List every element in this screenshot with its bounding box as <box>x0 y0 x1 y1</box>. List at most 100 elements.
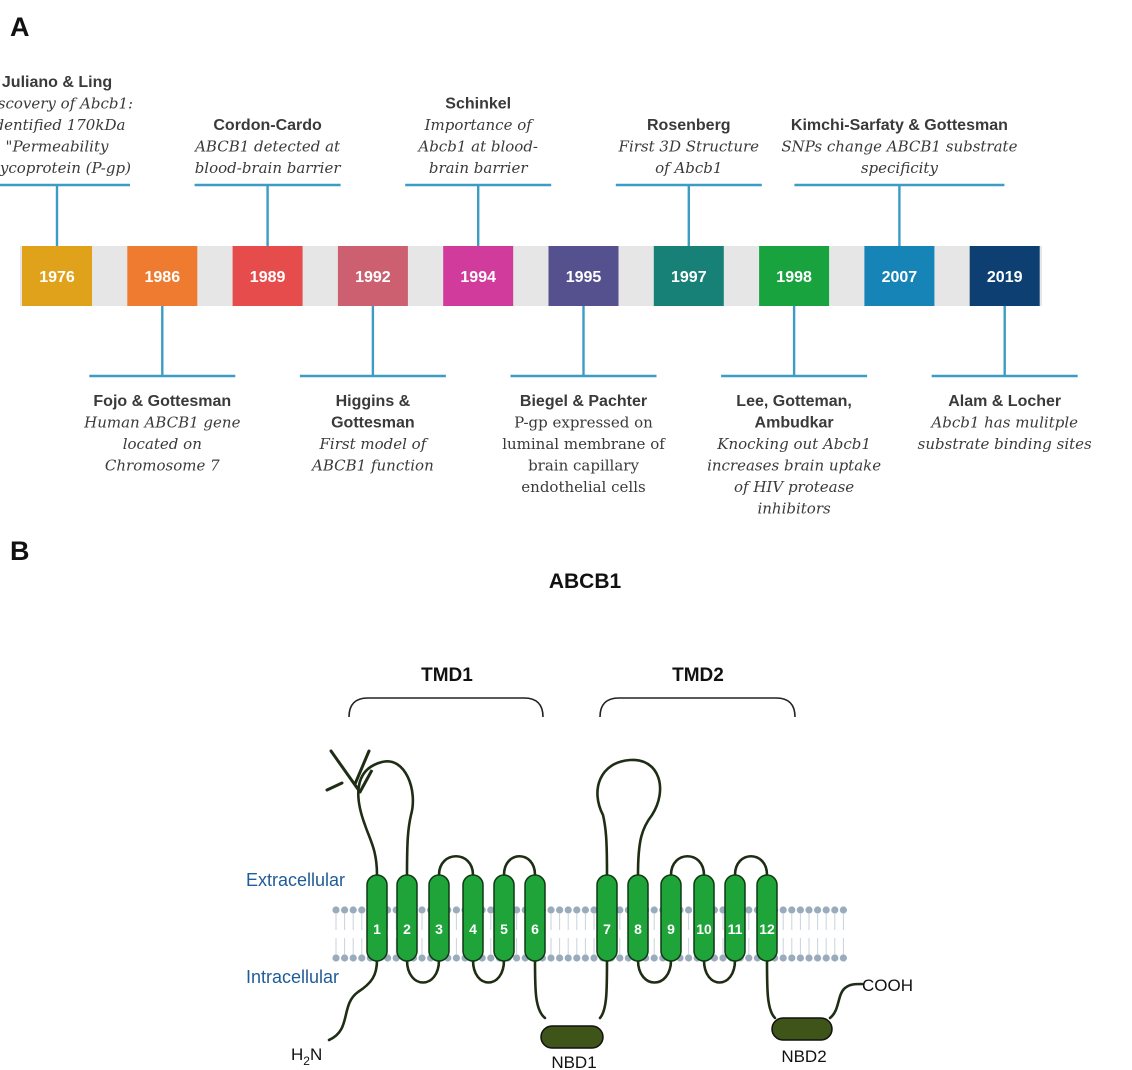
event-title: Biegel & Pachter <box>520 393 647 410</box>
nbd2-label: NBD2 <box>781 1047 826 1066</box>
diagram-title: ABCB1 <box>549 570 622 593</box>
n-terminus-n: N <box>310 1045 322 1064</box>
event-description-line: "Permeability <box>6 138 109 156</box>
event-title: Rosenberg <box>647 117 731 134</box>
nbd1-domain <box>540 1025 604 1049</box>
year-label: 1994 <box>460 269 496 286</box>
event-description-line: blood-brain barrier <box>195 159 342 177</box>
panel-label-a: A <box>10 12 30 42</box>
helix-8: 8 <box>627 874 649 962</box>
helix-number: 9 <box>667 921 675 937</box>
helix-number: 1 <box>373 921 381 937</box>
helix-body <box>724 874 746 962</box>
polypeptide-chain <box>327 758 864 1042</box>
n-terminus-h: H <box>291 1045 303 1064</box>
intracellular-label: Intracellular <box>246 967 339 987</box>
event-description-line: Glycoprotein (P-gp) <box>0 159 131 177</box>
helix-1: 1 <box>366 874 388 962</box>
tmd1-brace <box>348 697 544 718</box>
event-description-line: luminal membrane of <box>502 435 666 453</box>
event-description-line: SNPs change ABCB1 substrate <box>781 138 1017 156</box>
year-label: 1997 <box>671 269 707 286</box>
event-title: Alam & Locher <box>948 393 1061 410</box>
helix-number: 7 <box>603 921 611 937</box>
year-box-2019 <box>969 246 1040 306</box>
helix-body <box>396 874 418 962</box>
extracellular-label: Extracellular <box>246 870 345 890</box>
helix-body <box>493 874 515 962</box>
year-box-1994 <box>443 246 514 306</box>
event-title: Cordon-Cardo <box>213 117 322 134</box>
helix-4: 4 <box>462 874 484 962</box>
year-label: 1989 <box>250 269 286 286</box>
helix-body <box>524 874 546 962</box>
helix-number: 2 <box>403 921 411 937</box>
helix-12: 12 <box>756 874 778 962</box>
helix-body <box>627 874 649 962</box>
c-terminus-label: COOH <box>862 976 913 995</box>
helix-10: 10 <box>693 874 715 962</box>
event-description-line: Abcb1 has mulitple <box>929 414 1078 432</box>
helix-number: 11 <box>728 921 743 937</box>
panel-label-b: B <box>10 536 30 566</box>
helix-9: 9 <box>660 874 682 962</box>
event-description-line: located on <box>123 435 202 453</box>
glycosylation-branch-icon <box>325 749 374 794</box>
helix-number: 6 <box>531 921 539 937</box>
helix-number: 3 <box>435 921 443 937</box>
event-description-line: brain capillary <box>528 457 639 475</box>
event-description-line: Importance of <box>424 116 535 134</box>
event-description-line: Abcb1 at blood- <box>416 138 538 156</box>
helix-number: 8 <box>634 921 642 937</box>
n-terminus-label: H2N <box>291 1045 322 1068</box>
event-description-line: First model of <box>319 435 429 453</box>
helix-3: 3 <box>428 874 450 962</box>
event-description-line: substrate binding sites <box>918 435 1092 453</box>
helix-body <box>660 874 682 962</box>
helix-number: 4 <box>469 921 477 937</box>
helix-body <box>756 874 778 962</box>
abcb1-diagram: ABCB1 TMD1 TMD2 Extracellular Intracellu… <box>246 570 913 1070</box>
event-description-line: endothelial cells <box>521 478 645 496</box>
year-label: 2019 <box>987 269 1023 286</box>
helix-body <box>596 874 618 962</box>
helix-body <box>693 874 715 962</box>
event-description-line: Chromosome 7 <box>105 457 220 475</box>
event-title: Higgins &Gottesman <box>331 393 415 432</box>
year-label: 2007 <box>882 269 918 286</box>
n-terminus-subscript: 2 <box>303 1054 310 1068</box>
event-description-line: Knocking out Abcb1 <box>716 435 871 453</box>
event-description-line: Discovery of Abcb1: <box>0 95 133 113</box>
tmd2-label: TMD2 <box>672 665 724 686</box>
year-box-1998 <box>759 246 830 306</box>
year-label: 1986 <box>145 269 181 286</box>
helix-number: 5 <box>500 921 508 937</box>
helix-11: 11 <box>724 874 746 962</box>
year-box-2007 <box>864 246 935 306</box>
event-description-line: inhibitors <box>757 500 831 518</box>
year-box-1995 <box>548 246 619 306</box>
event-title: Schinkel <box>445 96 511 113</box>
event-description-line: ABCB1 function <box>310 457 434 475</box>
year-box-1989 <box>232 246 303 306</box>
helix-body <box>366 874 388 962</box>
event-title: Fojo & Gottesman <box>93 393 231 410</box>
event-description-line: P-gp expressed on <box>514 414 653 432</box>
event-description-line: specificity <box>861 159 939 177</box>
event-description-line: of Abcb1 <box>655 159 722 177</box>
nbd1-label: NBD1 <box>551 1053 596 1070</box>
helix-5: 5 <box>493 874 515 962</box>
year-label: 1995 <box>566 269 602 286</box>
year-box-1997 <box>653 246 724 306</box>
event-description-line: brain barrier <box>429 159 529 177</box>
event-title: Lee, Gotteman,Ambudkar <box>736 393 852 432</box>
helix-body <box>428 874 450 962</box>
helix-7: 7 <box>596 874 618 962</box>
event-description-line: Identified 170kDa <box>0 116 125 134</box>
